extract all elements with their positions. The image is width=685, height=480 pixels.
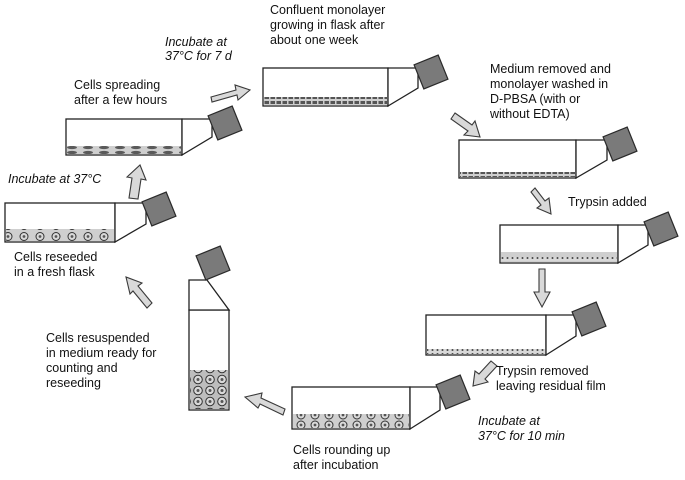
label-reseeded-2: in a fresh flask xyxy=(14,265,95,279)
label-rounding-1: Cells rounding up xyxy=(293,443,390,457)
label-trypsin-removed-1: Trypsin removed xyxy=(496,364,589,378)
label-incubate-10min-2: 37°C for 10 min xyxy=(478,429,565,443)
label-resuspended-2: in medium ready for xyxy=(46,346,156,360)
label-medium-removed-3: D-PBSA (with or xyxy=(490,92,580,106)
flask-cells-reseeded xyxy=(4,191,177,244)
label-medium-removed-1: Medium removed and xyxy=(490,62,611,76)
arrow-to-suspension xyxy=(243,392,286,416)
label-rounding-2: after incubation xyxy=(293,458,379,472)
flask-cells-rounding xyxy=(291,374,471,431)
flask-cells-spreading xyxy=(65,105,243,157)
label-spreading-2: after a few hours xyxy=(74,93,167,107)
label-medium-removed-4: without EDTA) xyxy=(489,107,570,121)
flask-trypsin-removed xyxy=(425,301,607,357)
flask-cell-suspension xyxy=(188,245,231,411)
arrow-to-reseeded xyxy=(125,276,153,309)
label-resuspended-3: counting and xyxy=(46,361,118,375)
label-reseeded-1: Cells reseeded xyxy=(14,250,97,264)
label-confluent-2: growing in flask after xyxy=(270,18,385,32)
flask-trypsin-added xyxy=(499,211,679,265)
flask-washed-monolayer xyxy=(458,126,638,180)
arrow-to-rounding xyxy=(472,360,498,387)
label-incubate-10min-1: Incubate at xyxy=(478,414,540,428)
flask-confluent-monolayer xyxy=(262,54,449,108)
label-spreading-1: Cells spreading xyxy=(74,78,160,92)
label-incubate-37: Incubate at 37°C xyxy=(8,172,102,186)
arrow-to-trypsin-added xyxy=(530,187,552,215)
label-resuspended-4: reseeding xyxy=(46,376,101,390)
label-incubate-7d-1: Incubate at xyxy=(165,35,227,49)
label-trypsin-added: Trypsin added xyxy=(568,195,647,209)
arrow-to-spreading xyxy=(125,164,147,200)
arrow-to-trypsin-removed xyxy=(533,268,551,309)
label-resuspended-1: Cells resuspended xyxy=(46,331,150,345)
label-medium-removed-2: monolayer washed in xyxy=(490,77,608,91)
arrow-to-washed xyxy=(450,112,481,138)
label-trypsin-removed-2: leaving residual film xyxy=(496,379,606,393)
label-confluent-1: Confluent monolayer xyxy=(270,3,385,17)
arrow-to-confluent xyxy=(210,84,252,103)
label-confluent-3: about one week xyxy=(270,33,359,47)
label-incubate-7d-2: 37°C for 7 d xyxy=(165,49,233,63)
